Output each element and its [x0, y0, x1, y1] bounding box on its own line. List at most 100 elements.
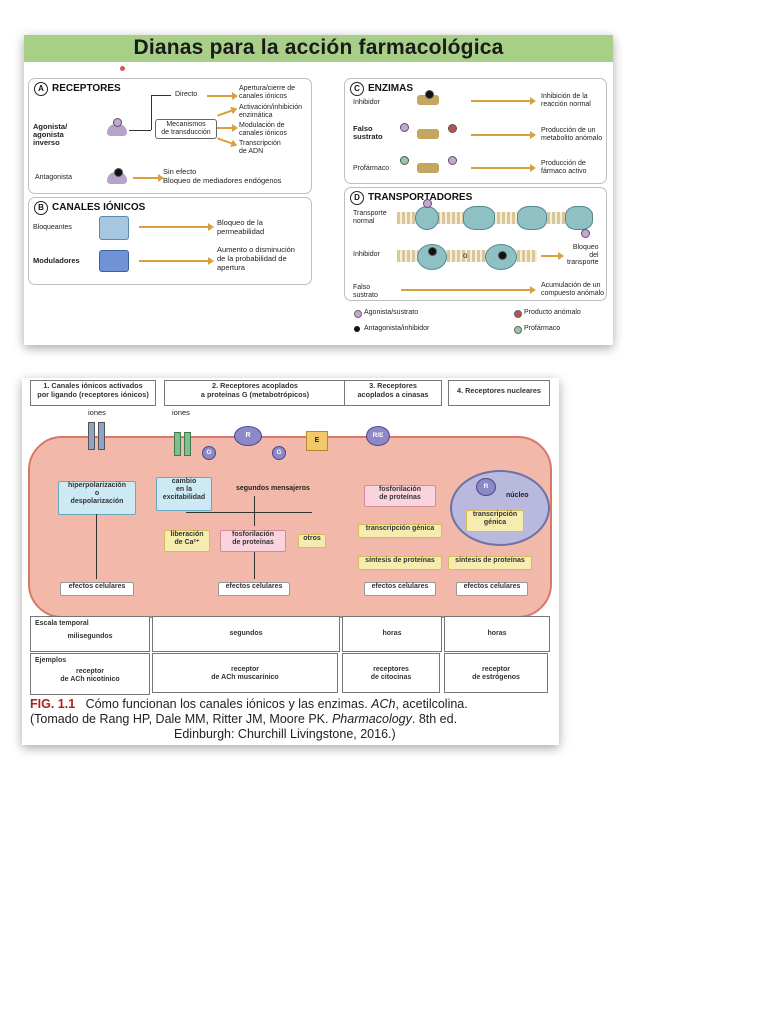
escala-cell-2: segundos	[152, 616, 340, 652]
branch-line	[129, 130, 151, 131]
profarmaco-label: Profármaco	[353, 165, 390, 172]
title-banner: Dianas para la acción farmacológica	[24, 35, 613, 62]
header-cinasas: 3. Receptores acoplados a cinasas	[344, 380, 442, 406]
letter-b: B	[34, 201, 48, 215]
hiperpolarizacion-box: hiperpolarización o despolarización	[58, 481, 136, 515]
arrow-falso	[471, 131, 536, 139]
legend-swatch-profarmaco	[514, 326, 522, 334]
legend-label-profarmaco: Profármaco	[524, 325, 561, 332]
liberacion-ca-box: liberación de Ca²⁺	[164, 530, 210, 552]
transporter-3-icon	[517, 206, 547, 230]
arrow-mec-3	[217, 137, 233, 145]
o-label: o	[463, 251, 468, 260]
agonist-dot-icon	[113, 118, 122, 127]
letter-d: D	[350, 191, 364, 205]
mecanismos-box: Mecanismos de transducción	[155, 119, 217, 139]
sintesis-proteinas-4: síntesis de proteínas	[448, 556, 532, 570]
inhibidor-transp-label: Inhibidor	[353, 251, 380, 258]
fosforilacion-box-3: fosforilación de proteínas	[364, 485, 436, 507]
nucleo-label: núcleo	[506, 492, 529, 499]
segundos-mensajeros-label: segundos mensajeros	[236, 485, 310, 492]
prodrug-dot-icon	[400, 156, 409, 165]
legend-swatch-producto	[514, 310, 522, 318]
col2-line-a	[254, 496, 255, 526]
letter-c: C	[350, 82, 364, 96]
inhibitor-black-dot-2-icon	[498, 251, 507, 260]
enzyme-inhibited-icon	[417, 95, 439, 105]
ejemplo-1: receptor de ACh nicotínico	[60, 668, 120, 683]
enzyme-prodrug-icon	[417, 163, 439, 173]
legend-swatch-agonista	[354, 310, 362, 318]
gated-channel-icon	[174, 432, 192, 456]
arrow-directo	[207, 92, 238, 100]
header-proteinas-g: 2. Receptores acoplados a proteínas G (m…	[164, 380, 346, 406]
otros-box: otros	[298, 534, 326, 548]
transporter-2-icon	[463, 206, 495, 230]
figure-receptor-types: 1. Canales iónicos activados por ligando…	[22, 378, 559, 745]
canales-title-text: CANALES IÓNICOS	[52, 202, 146, 213]
substrate-dot-icon	[400, 123, 409, 132]
caption-ach-def: , acetilcolina.	[395, 697, 468, 711]
escala-cell-3: horas	[342, 616, 442, 652]
branch-vline	[151, 95, 152, 130]
enzyme-false-icon	[417, 129, 439, 139]
legend-label-producto: Producto anómalo	[524, 309, 581, 316]
transporter-1-icon	[415, 206, 439, 230]
arrow-transp-falso	[401, 286, 536, 294]
substrate-out-dot-icon	[581, 229, 590, 238]
active-dot-icon	[448, 156, 457, 165]
transcripcion-genica-4: transcripción génica	[466, 510, 524, 532]
arrow-mec-2	[217, 124, 238, 132]
transcripcion-genica-3: transcripción génica	[358, 524, 442, 538]
gchannel-left	[174, 432, 181, 456]
directo-line	[151, 95, 171, 96]
out-activacion: Activación/inhibición enzimática	[239, 104, 303, 119]
caption-line-3: Edinburgh: Churchill Livingstone, 2016.)	[30, 727, 555, 742]
escala-val-1: milisegundos	[67, 633, 113, 640]
escala-cell-1: Escala temporal milisegundos	[30, 616, 150, 652]
acumulacion-label: Acumulación de un compuesto anómalo	[541, 282, 605, 297]
moduladores-out: Aumento o disminución de la probabilidad…	[217, 245, 295, 272]
enzimas-title-text: ENZIMAS	[368, 83, 413, 94]
ejemplos-label: Ejemplos	[35, 657, 67, 664]
arrow-profarmaco	[471, 164, 536, 172]
efectos-celulares-4: efectos celulares	[456, 582, 528, 596]
ejemplo-3: receptores de citocinas	[342, 653, 440, 693]
sintesis-proteinas-3: síntesis de proteínas	[358, 556, 442, 570]
escala-label: Escala temporal	[35, 620, 89, 627]
arrow-mec-1	[217, 109, 233, 117]
legend: Agonista/sustrato Producto anómalo Antag…	[354, 309, 614, 339]
figure-caption: FIG. 1.1 Cómo funcionan los canales ióni…	[30, 697, 555, 742]
g-protein-right-icon: G	[272, 446, 286, 460]
profarmaco-out: Producción de fármaco activo	[541, 160, 587, 175]
header-nucleares: 4. Receptores nucleares	[448, 380, 550, 406]
letter-a: A	[34, 82, 48, 96]
fosforilacion-box-2: fosforilación de proteínas	[220, 530, 286, 552]
caption-line-2: (Tomado de Rang HP, Dale MM, Ritter JM, …	[30, 712, 555, 727]
inhibitor-black-dot-icon	[428, 247, 437, 256]
efectos-celulares-2: efectos celulares	[218, 582, 290, 596]
header-canales: 1. Canales iónicos activados por ligando…	[30, 380, 156, 406]
arrow-inhibidor	[471, 97, 536, 105]
g-protein-left-icon: G	[202, 446, 216, 460]
moduladores-label: Moduladores	[33, 256, 80, 265]
caption-line-1: FIG. 1.1 Cómo funcionan los canales ióni…	[30, 697, 555, 712]
bloqueo-transporte-label: Bloqueo del transporte	[567, 244, 599, 266]
transportadores-title-text: TRANSPORTADORES	[368, 192, 473, 203]
inhibitor-dot-icon	[425, 90, 434, 99]
caption-pharmacology: Pharmacology	[331, 712, 412, 726]
out-transcripcion: Transcripción de ADN	[239, 140, 281, 155]
caption-source-2: . 8th ed.	[411, 712, 458, 726]
arrow-transp-inhibidor	[541, 252, 564, 260]
channel-bar-left	[88, 422, 95, 450]
antagonista-label: Antagonista	[35, 174, 72, 181]
substrate-in-dot-icon	[423, 199, 432, 208]
legend-label-antagonista: Antagonista/inhibidor	[364, 325, 430, 332]
antagonist-dot-icon	[114, 168, 123, 177]
ejemplo-2: receptor de ACh muscarínico	[152, 653, 338, 693]
panel-enzimas-title: C ENZIMAS	[350, 82, 413, 96]
col2-hline	[186, 512, 312, 513]
